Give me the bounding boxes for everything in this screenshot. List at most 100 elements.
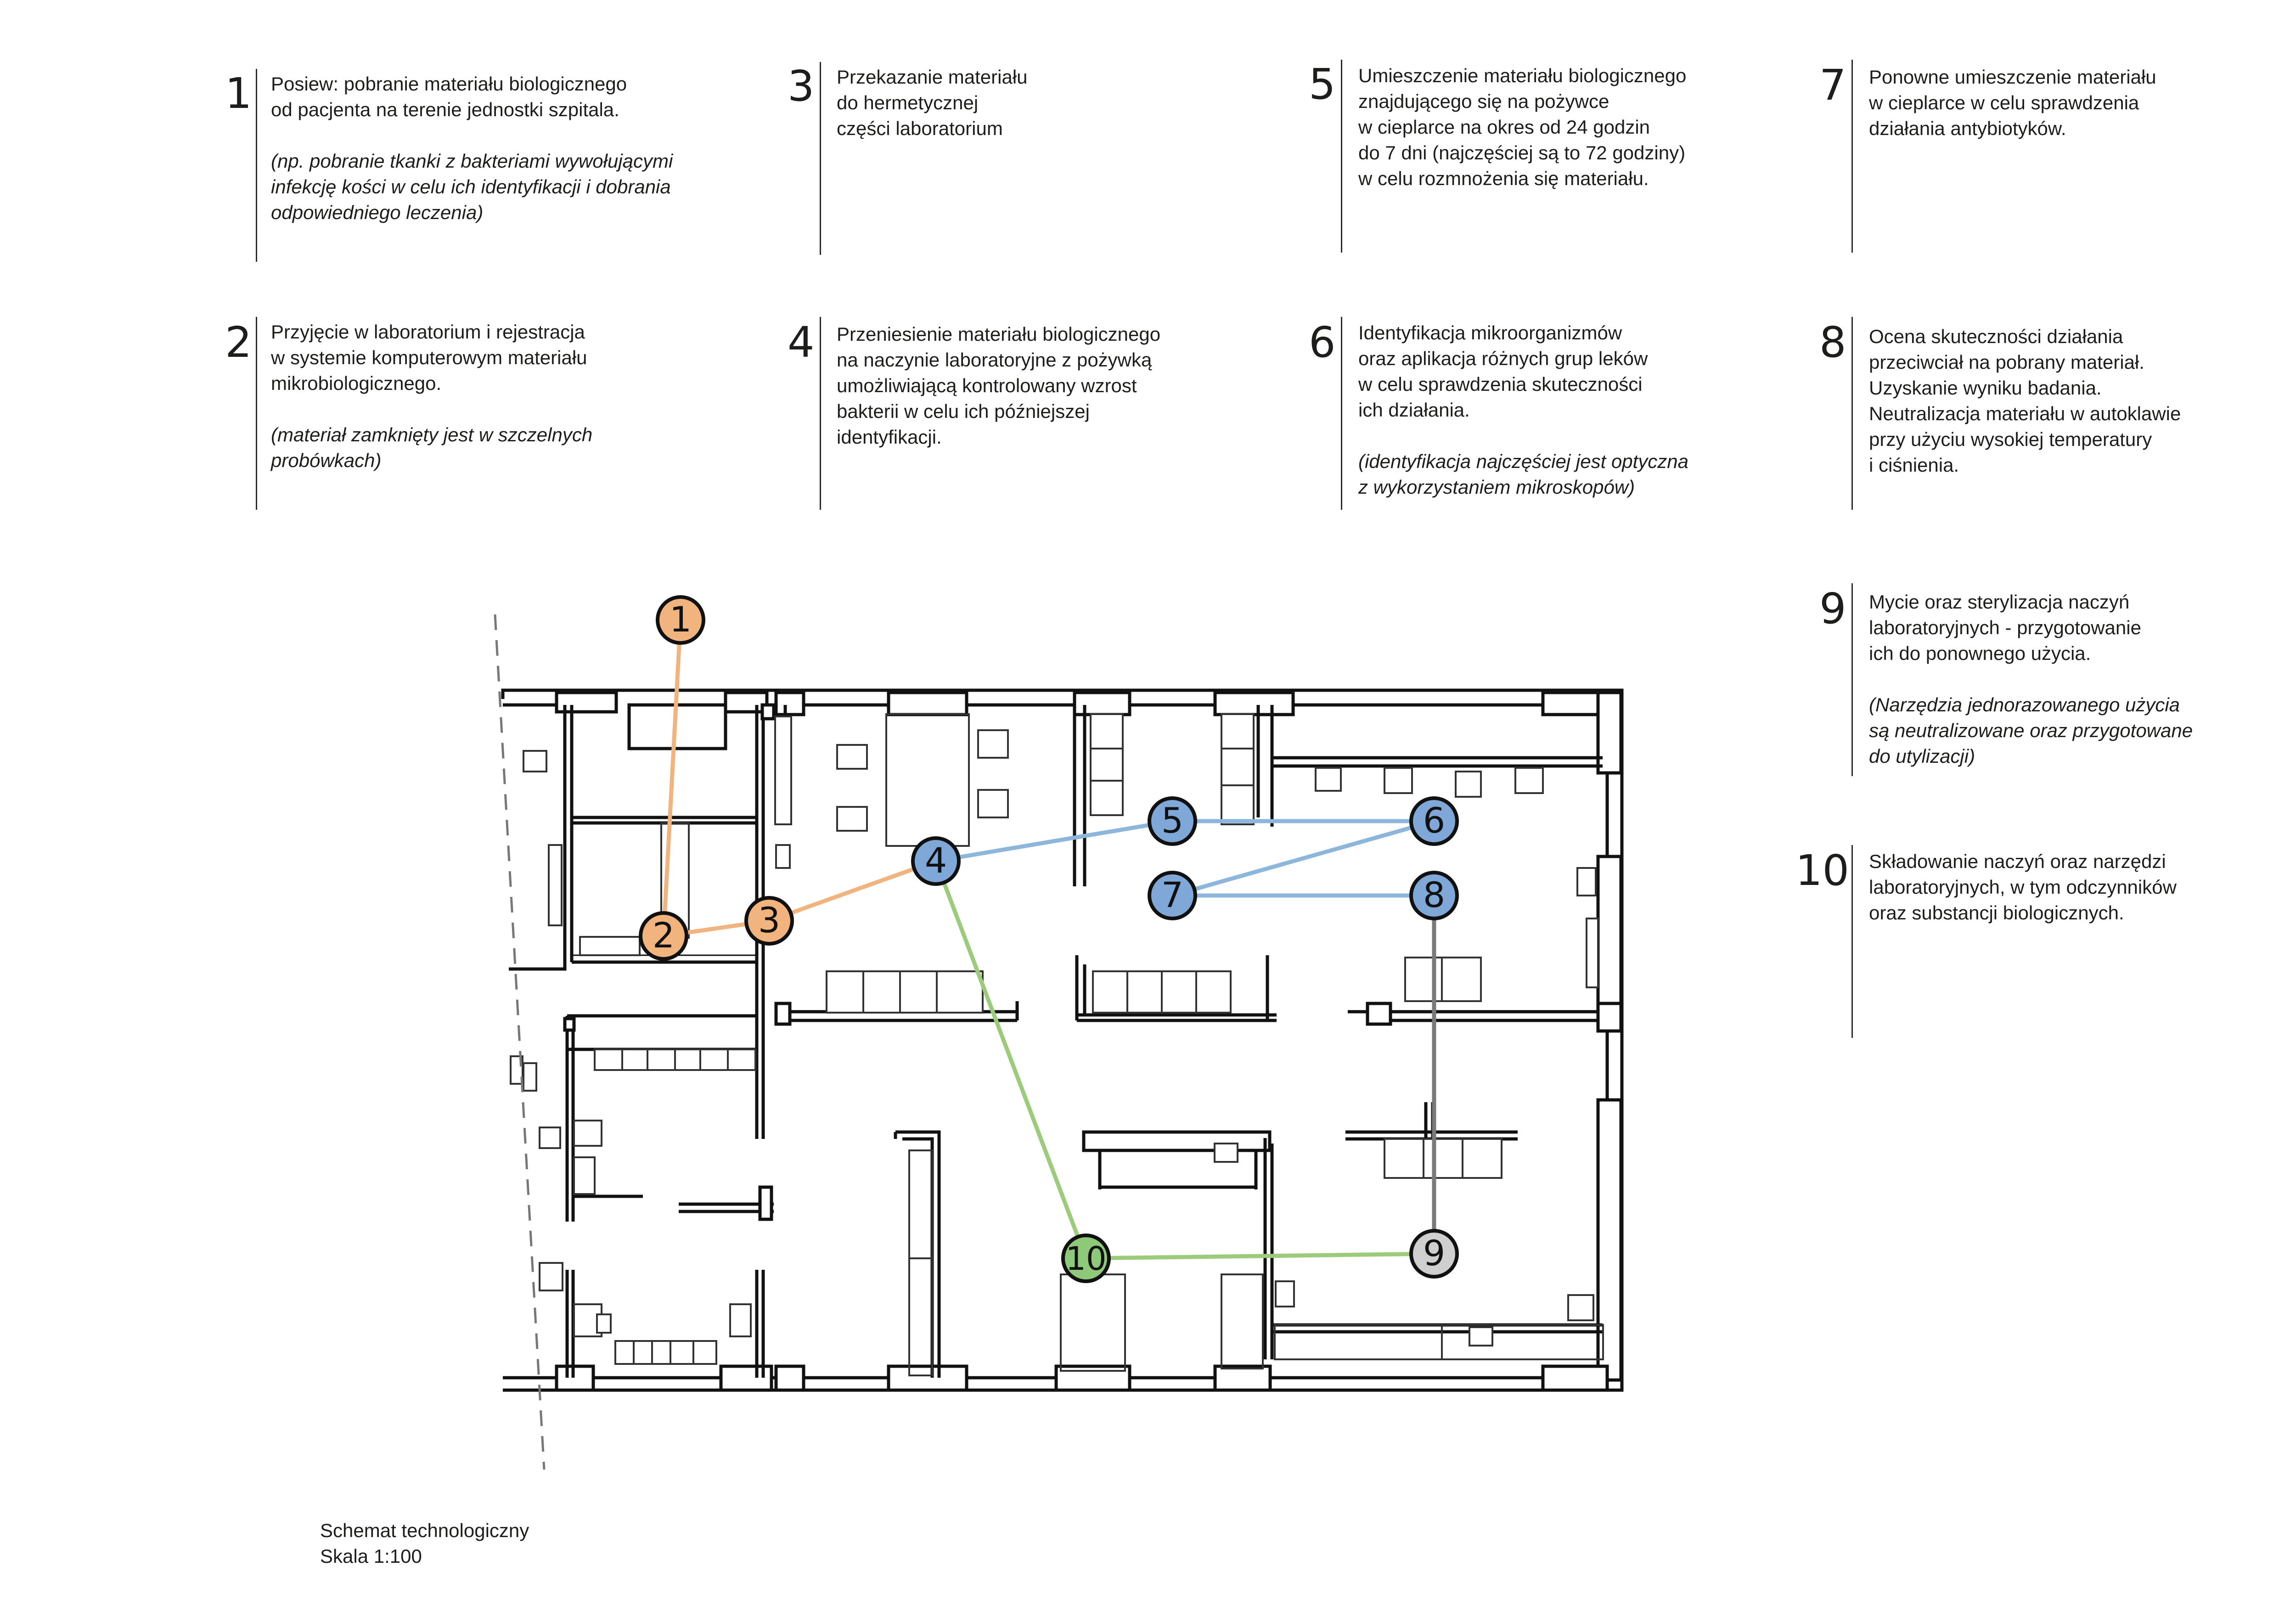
node-label: 1 (670, 599, 692, 640)
node-label: 8 (1423, 874, 1445, 915)
step-description: Składowanie naczyń oraz narzędzi laborato… (1869, 849, 2177, 926)
step-line: i ciśnienia. (1869, 454, 1959, 476)
step-line: znajdującego się na pożywce (1358, 90, 1609, 112)
node-label: 3 (758, 900, 780, 941)
node-10: 10 (1061, 1234, 1111, 1283)
route-10-9 (1086, 1251, 1435, 1261)
node-label: 2 (653, 915, 675, 956)
step-number: 2 (225, 318, 252, 367)
step-line: umożliwiającą kontrolowany wzrost (837, 375, 1137, 396)
plan-walls (501, 688, 1624, 1392)
plan-caption: Schemat technologiczny Skala 1:100 (320, 1518, 529, 1569)
route-1-2 (661, 620, 683, 936)
step-line: Neutralizacja materiału w autoklawie (1869, 403, 2181, 424)
step-line: przeciwciał na pobrany materiał. (1869, 351, 2144, 373)
step-number: 4 (788, 318, 815, 367)
step-note-line: z wykorzystaniem mikroskopów) (1358, 476, 1635, 498)
step-divider (820, 62, 821, 255)
step-number: 5 (1309, 60, 1336, 109)
step-number: 10 (1795, 846, 1850, 895)
node-1: 1 (656, 595, 705, 645)
step-divider (1851, 317, 1853, 510)
node-8: 8 (1409, 871, 1459, 920)
node-6: 6 (1409, 796, 1459, 846)
node-label: 4 (925, 840, 947, 881)
step-divider (1341, 60, 1342, 253)
step-line: do 7 dni (najczęściej są to 72 godziny) (1358, 142, 1686, 163)
step-line: na naczynie laboratoryjne z pożywką (837, 349, 1152, 371)
node-label: 9 (1423, 1233, 1445, 1273)
step-note-line: (np. pobranie tkanki z bakteriami wywołu… (271, 150, 673, 172)
step-description: Posiew: pobranie materiału biologicznego… (271, 71, 673, 225)
node-label: 5 (1161, 800, 1183, 841)
step-line: identyfikacji. (837, 426, 942, 448)
node-3: 3 (744, 896, 794, 946)
step-line: Przeniesienie materiału biologicznego (837, 323, 1161, 345)
route-6-7 (1171, 819, 1435, 898)
node-circle (1148, 871, 1197, 920)
node-label: 10 (1065, 1240, 1106, 1278)
step-line: Przekazanie materiału (837, 66, 1028, 88)
step-number: 9 (1819, 584, 1846, 633)
step-note-line: (identyfikacja najczęściej jest optyczna (1358, 451, 1689, 472)
step-line: Składowanie naczyń oraz narzędzi (1869, 851, 2166, 872)
node-circle (1409, 871, 1459, 920)
step-line: Identyfikacja mikroorganizmów (1358, 322, 1622, 344)
node-circle (911, 836, 961, 886)
node-label: 7 (1161, 874, 1183, 915)
step-divider (1851, 845, 1853, 1038)
route-4-10 (934, 860, 1088, 1259)
step-divider (256, 69, 257, 262)
node-7: 7 (1148, 871, 1197, 920)
step-divider (1341, 317, 1342, 510)
step-number: 7 (1819, 61, 1846, 110)
step-line: Ocena skuteczności działania (1869, 326, 2123, 347)
step-number: 1 (225, 69, 252, 118)
process-nodes: 1 2 3 4 5 6 7 8 9 10 (639, 595, 1459, 1283)
step-line: Umieszczenie materiału biologicznego (1358, 65, 1687, 86)
step-note-line: (Narzędzia jednorazowanego użycia (1869, 694, 2180, 715)
step-note-line: (materiał zamknięty jest w szczelnych (271, 424, 593, 445)
step-line: oraz substancji biologicznych. (1869, 902, 2124, 924)
step-number: 3 (788, 62, 815, 111)
step-line: laboratoryjnych - przygotowanie (1869, 617, 2141, 638)
route-4-5 (935, 819, 1173, 863)
node-circle (1148, 796, 1197, 846)
node-circle (1061, 1234, 1111, 1283)
node-2: 2 (639, 911, 688, 961)
step-note-line: infekcję kości w celu ich identyfikacji … (271, 176, 671, 197)
node-circle (744, 896, 794, 946)
node-circle (1409, 1229, 1459, 1279)
step-line: Posiew: pobranie materiału biologicznego (271, 73, 627, 95)
step-divider (1851, 583, 1853, 776)
step-line: laboratoryjnych, w tym odczynników (1869, 876, 2177, 898)
node-5: 5 (1148, 796, 1197, 846)
node-9: 9 (1409, 1229, 1459, 1279)
step-line: w systemie komputerowym materiału (271, 347, 587, 368)
step-line: przy użyciu wysokiej temperatury (1869, 428, 2152, 450)
step-line: do hermetycznej (837, 92, 979, 113)
step-divider (820, 317, 821, 510)
step-line: Przyjęcie w laboratorium i rejestracja (271, 321, 585, 343)
node-label: 6 (1423, 800, 1445, 841)
step-note-line: do utylizacji) (1869, 745, 1975, 767)
step-line: mikrobiologicznego. (271, 372, 442, 394)
step-line: w cieplarce w celu sprawdzenia (1869, 92, 2139, 113)
step-line: bakterii w celu ich późniejszej (837, 400, 1090, 422)
step-line: ich do ponownego użycia. (1869, 642, 2091, 664)
node-circle (656, 595, 705, 645)
process-routes (661, 620, 1436, 1261)
step-line: w celu sprawdzenia skuteczności (1358, 373, 1643, 395)
step-line: w cieplarce na okres od 24 godzin (1358, 116, 1650, 138)
step-note-line: są neutralizowane oraz przygotowane (1869, 720, 2193, 741)
step-line: ich działania. (1358, 399, 1470, 421)
step-divider (256, 317, 257, 510)
step-note-line: odpowiedniego leczenia) (271, 202, 484, 223)
step-line: od pacjenta na terenie jednostki szpital… (271, 99, 619, 120)
route-3-4 (768, 859, 937, 923)
site-boundary-line (494, 614, 546, 1470)
step-description: Przyjęcie w laboratorium i rejestracja w … (271, 319, 592, 473)
